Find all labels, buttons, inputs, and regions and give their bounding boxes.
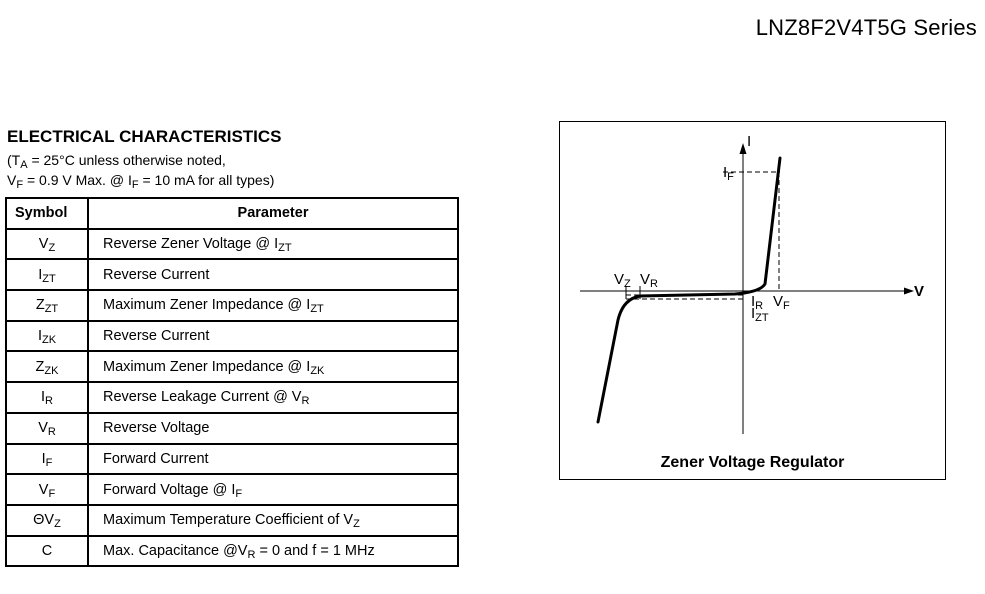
parameter-cell: Maximum Zener Impedance @ IZT bbox=[87, 289, 459, 322]
iv-curve-svg bbox=[580, 143, 914, 434]
vz-label: VZ bbox=[614, 271, 631, 290]
zener-characteristic-graph: I V IF VZ VR IR VF IZT Zener Voltage Reg… bbox=[559, 121, 946, 480]
series-title: LNZ8F2V4T5G Series bbox=[755, 15, 977, 40]
symbol-cell: VF bbox=[5, 473, 89, 506]
izt-label: IZT bbox=[751, 305, 769, 324]
condition-line-1: (TA = 25°C unless otherwise noted, bbox=[7, 152, 226, 171]
parameter-cell: Max. Capacitance @VR = 0 and f = 1 MHz bbox=[87, 534, 459, 568]
parameter-cell: Maximum Zener Impedance @ IZK bbox=[87, 350, 459, 384]
parameter-cell: Reverse Current bbox=[87, 258, 459, 292]
parameter-cell: Reverse Current bbox=[87, 319, 459, 353]
parameter-cell: Forward Current bbox=[87, 442, 459, 476]
section-conditions: (TA = 25°C unless otherwise noted, VF = … bbox=[7, 150, 275, 191]
table-header-row: Symbol Parameter bbox=[5, 197, 459, 230]
parameter-cell: Reverse Leakage Current @ VR bbox=[87, 381, 459, 414]
parameter-cell: Maximum Temperature Coefficient of VZ bbox=[87, 503, 459, 537]
vr-label: VR bbox=[640, 271, 658, 290]
graph-caption: Zener Voltage Regulator bbox=[660, 454, 845, 471]
v-axis-label: V bbox=[914, 283, 925, 300]
if-label: IF bbox=[723, 164, 734, 183]
symbol-column-header: Symbol bbox=[5, 197, 89, 230]
i-axis-label: I bbox=[747, 133, 752, 150]
symbol-cell: ZZK bbox=[5, 350, 89, 384]
symbol-cell: IZK bbox=[5, 319, 89, 353]
i-axis-arrow bbox=[739, 143, 747, 154]
condition-line-2: VF = 0.9 V Max. @ IF = 10 mA for all typ… bbox=[7, 172, 275, 191]
symbol-cell: ΘVZ bbox=[5, 503, 89, 537]
ir-label: IR bbox=[751, 293, 764, 312]
parameter-cell: Reverse Voltage bbox=[87, 411, 459, 445]
symbol-cell: ZZT bbox=[5, 289, 89, 322]
parameter-cell: Forward Voltage @ IF bbox=[87, 473, 459, 506]
vf-label: VF bbox=[773, 293, 790, 312]
symbol-cell: VR bbox=[5, 411, 89, 445]
iv-curve bbox=[596, 156, 782, 424]
symbol-cell: IF bbox=[5, 442, 89, 476]
section-heading: ELECTRICAL CHARACTERISTICS bbox=[7, 127, 282, 146]
v-axis-arrow bbox=[904, 287, 914, 295]
symbol-cell: VZ bbox=[5, 227, 89, 261]
parameter-column-header: Parameter bbox=[87, 197, 459, 230]
symbol-cell: IR bbox=[5, 381, 89, 414]
symbol-cell: IZT bbox=[5, 258, 89, 292]
parameter-cell: Reverse Zener Voltage @ IZT bbox=[87, 227, 459, 261]
symbol-cell: C bbox=[5, 534, 89, 568]
